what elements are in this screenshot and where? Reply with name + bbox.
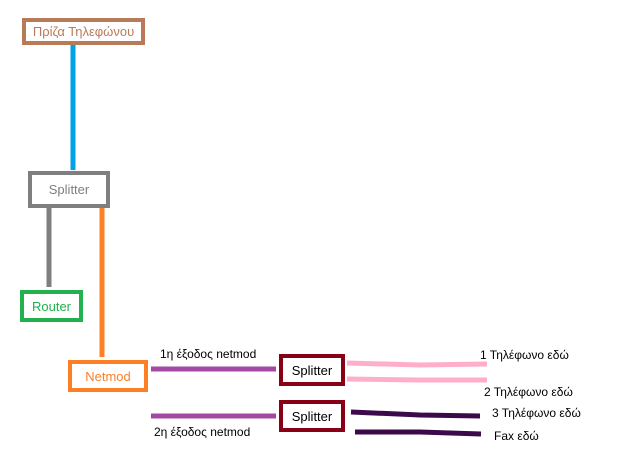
phone-3-line xyxy=(350,409,481,419)
router-label: Router xyxy=(31,298,72,314)
splitter-2-label: Splitter xyxy=(291,408,333,424)
splitter-2-box: Splitter xyxy=(279,400,345,432)
main-splitter-label: Splitter xyxy=(48,182,90,197)
phone-2-line xyxy=(346,376,487,383)
output-2-label: 2η έξοδος netmod xyxy=(154,425,251,439)
netmod-label: Netmod xyxy=(85,368,131,384)
wall-socket-label: Πρίζα Τηλεφώνου xyxy=(32,24,135,39)
main-splitter-box: Splitter xyxy=(28,171,110,208)
phone-1-line xyxy=(346,360,488,368)
fax-line xyxy=(355,429,482,437)
netmod-box: Netmod xyxy=(68,360,148,392)
phone-1-label: 1 Τηλέφωνο εδώ xyxy=(480,348,569,362)
wall-socket-box: Πρίζα Τηλεφώνου xyxy=(22,18,145,45)
router-box: Router xyxy=(20,290,83,322)
output-1-label: 1η έξοδος netmod xyxy=(160,347,257,361)
fax-label: Fax εδώ xyxy=(494,429,539,443)
splitter-1-box: Splitter xyxy=(279,354,345,386)
splitter-1-label: Splitter xyxy=(291,362,333,378)
phone-3-label: 3 Τηλέφωνο εδώ xyxy=(492,406,581,420)
phone-2-label: 2 Τηλέφωνο εδώ xyxy=(484,385,573,399)
